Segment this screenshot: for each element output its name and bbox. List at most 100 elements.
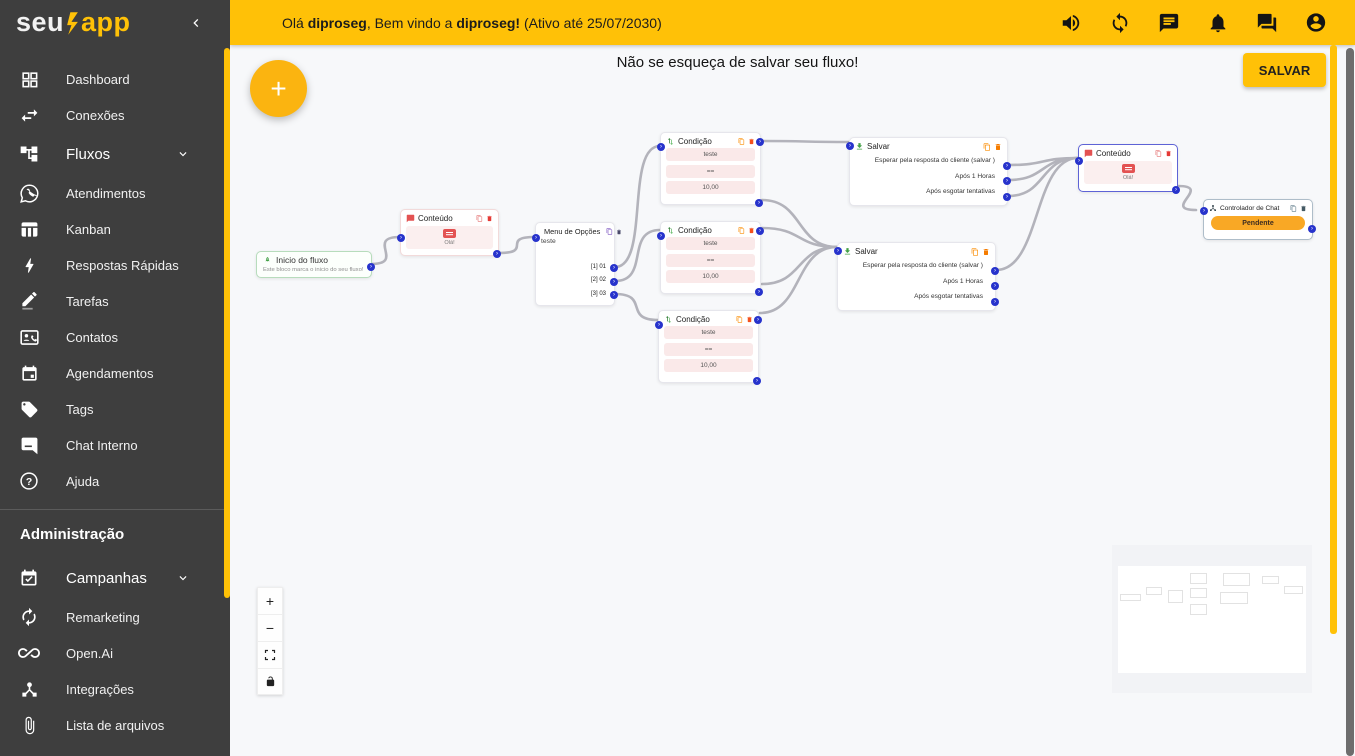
copy-node-button[interactable]	[738, 138, 745, 145]
delete-node-button[interactable]	[1165, 150, 1172, 157]
copy-node-button[interactable]	[971, 247, 979, 256]
handle-target[interactable]	[657, 232, 665, 240]
handle-source[interactable]	[493, 250, 501, 258]
sidebar-item-agendamentos[interactable]: Agendamentos	[0, 355, 230, 391]
sidebar-item-lista-de-arquivos[interactable]: Lista de arquivos	[0, 707, 230, 743]
handle-target[interactable]	[532, 234, 540, 242]
sidebar-item-contatos[interactable]: Contatos	[0, 319, 230, 355]
handle-source-tentativas[interactable]	[991, 298, 999, 306]
delete-node-button[interactable]	[486, 215, 493, 222]
flow-edge-condicao-1-top-to-salvar-1	[760, 139, 851, 144]
greeting-part: , Bem vindo a	[366, 14, 457, 31]
sidebar-item-open-ai[interactable]: Open.Ai	[0, 635, 230, 671]
zoom-out-button[interactable]: −	[257, 614, 283, 641]
node-salvar-1[interactable]: Salvar Esperar pela resposta do cliente …	[846, 137, 1011, 206]
sidebar-item-respostas-rapidas[interactable]: Respostas Rápidas	[0, 247, 230, 283]
copy-node-button[interactable]	[736, 316, 743, 323]
sidebar-item-remarketing[interactable]: Remarketing	[0, 599, 230, 635]
flow-canvas[interactable]: Não se esqueça de salvar seu fluxo! SALV…	[230, 45, 1355, 756]
handle-target[interactable]	[397, 234, 405, 242]
bell-icon[interactable]	[1207, 12, 1229, 34]
handle-target[interactable]	[657, 143, 665, 151]
account-icon[interactable]	[1305, 12, 1327, 34]
handle-source-2[interactable]	[610, 278, 618, 286]
handle-target[interactable]	[655, 321, 663, 329]
delete-node-button[interactable]	[748, 138, 755, 145]
sidebar-item-ajuda[interactable]: ? Ajuda	[0, 463, 230, 499]
node-conteudo-2[interactable]: Conteúdo Olá!	[1075, 144, 1180, 194]
copy-node-button[interactable]	[738, 227, 745, 234]
sidebar-item-fluxos[interactable]: Fluxos	[0, 133, 230, 175]
status-pendente-button[interactable]: Pendente	[1211, 216, 1305, 230]
handle-source-1[interactable]	[610, 264, 618, 272]
node-menu-de-opcoes[interactable]: Menu de Opções teste [1] 01 [2] 02 [3] 0…	[532, 222, 622, 306]
save-flow-button[interactable]: SALVAR	[1243, 53, 1326, 87]
sidebar-item-campanhas[interactable]: Campanhas	[0, 557, 230, 599]
add-node-fab[interactable]: +	[250, 60, 307, 117]
node-controlador-de-chat[interactable]: Controlador de Chat Pendente	[1200, 199, 1316, 240]
copy-node-button[interactable]	[983, 142, 991, 151]
handle-source-1hora[interactable]	[1003, 177, 1011, 185]
delete-node-button[interactable]	[748, 227, 755, 234]
handle-source-true[interactable]	[756, 227, 764, 235]
node-salvar-2[interactable]: Salvar Esperar pela resposta do cliente …	[834, 242, 999, 311]
sidebar-item-chat-interno[interactable]: Chat Interno	[0, 427, 230, 463]
content-label: Olá!	[1122, 174, 1134, 181]
node-conteudo-1[interactable]: Conteúdo Olá!	[397, 209, 501, 258]
condition-value: 10,00	[666, 270, 755, 283]
condition-field: teste	[664, 326, 753, 339]
sidebar-scrollbar-thumb[interactable]	[224, 48, 230, 598]
chat-icon[interactable]	[1158, 12, 1180, 34]
node-condicao-2[interactable]: Condição teste == 10,00	[657, 221, 764, 296]
sidebar-item-conexoes[interactable]: Conexões	[0, 97, 230, 133]
lock-open-icon	[266, 676, 274, 687]
fit-view-button[interactable]	[257, 641, 283, 668]
sidebar-item-tarefas[interactable]: Tarefas	[0, 283, 230, 319]
minimap[interactable]	[1112, 545, 1312, 693]
node-inicio-do-fluxo[interactable]: Inicio do fluxo Este bloco marca o inici…	[256, 251, 375, 278]
minimap-node	[1190, 604, 1207, 615]
zoom-in-button[interactable]: +	[257, 587, 283, 614]
handle-source-false[interactable]	[753, 377, 761, 385]
delete-node-button[interactable]	[994, 143, 1002, 151]
handle-source-false[interactable]	[755, 288, 763, 296]
copy-node-button[interactable]	[1290, 204, 1297, 212]
handle-source-3[interactable]	[610, 291, 618, 299]
sidebar-item-integracoes[interactable]: Integrações	[0, 671, 230, 707]
handle-source-false[interactable]	[755, 199, 763, 207]
copy-node-button[interactable]	[476, 215, 483, 222]
delete-node-button[interactable]	[616, 229, 622, 235]
handle-source-tentativas[interactable]	[1003, 193, 1011, 201]
handle-source[interactable]	[1308, 225, 1316, 233]
handle-target[interactable]	[1200, 207, 1208, 215]
forum-icon[interactable]	[1256, 12, 1278, 34]
lock-button[interactable]	[257, 668, 283, 695]
node-condicao-3[interactable]: Condição teste == 10,00	[655, 310, 762, 385]
handle-target[interactable]	[834, 247, 842, 255]
handle-target[interactable]	[846, 142, 854, 150]
handle-source[interactable]	[367, 263, 375, 271]
node-condicao-1[interactable]: Condição teste == 10,00	[657, 132, 764, 207]
sidebar-item-dashboard[interactable]: Dashboard	[0, 61, 230, 97]
handle-source-true[interactable]	[756, 138, 764, 146]
copy-node-button[interactable]	[1155, 150, 1162, 157]
handle-source[interactable]	[1172, 186, 1180, 194]
page-scrollbar-thumb[interactable]	[1346, 48, 1354, 756]
sidebar-divider	[0, 509, 230, 510]
delete-node-button[interactable]	[746, 316, 753, 323]
handle-source-true[interactable]	[754, 316, 762, 324]
copy-node-button[interactable]	[606, 228, 613, 235]
handle-source-1hora[interactable]	[991, 282, 999, 290]
sidebar-item-kanban[interactable]: Kanban	[0, 211, 230, 247]
volume-icon[interactable]	[1060, 12, 1082, 34]
handle-source-resposta[interactable]	[991, 267, 999, 275]
handle-source-resposta[interactable]	[1003, 162, 1011, 170]
delete-node-button[interactable]	[982, 248, 990, 256]
delete-node-button[interactable]	[1300, 205, 1307, 212]
sidebar-item-atendimentos[interactable]: Atendimentos	[0, 175, 230, 211]
sidebar-item-tags[interactable]: Tags	[0, 391, 230, 427]
canvas-scroll-indicator[interactable]	[1330, 45, 1337, 634]
handle-target[interactable]	[1075, 157, 1083, 165]
collapse-sidebar-button[interactable]	[188, 15, 204, 31]
sync-icon[interactable]	[1109, 12, 1131, 34]
